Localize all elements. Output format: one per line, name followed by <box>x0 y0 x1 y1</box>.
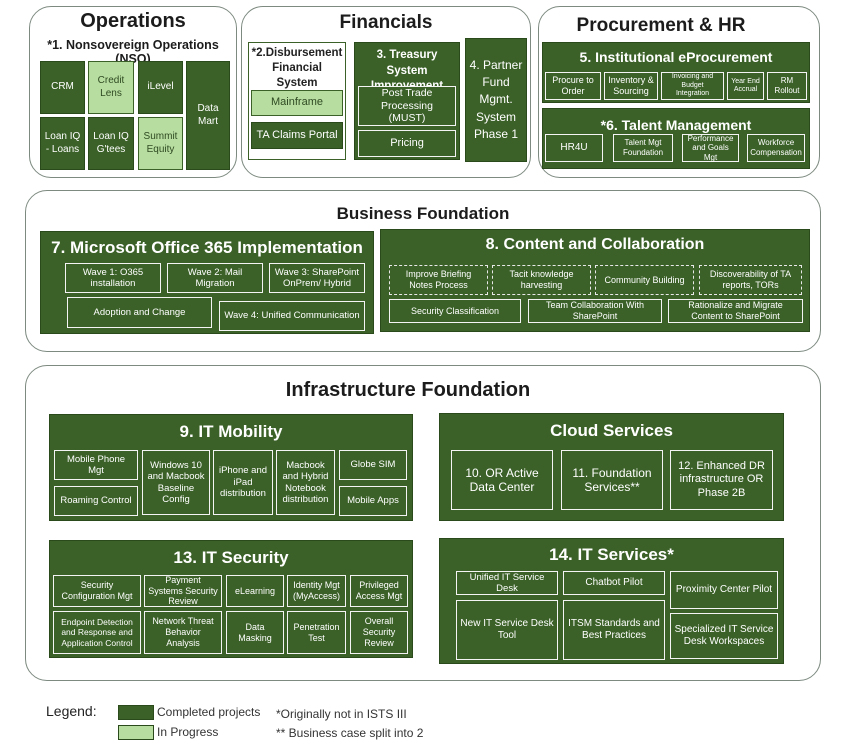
loan-iq-gtees-box: Loan IQ G'tees <box>88 117 134 170</box>
macbook-hybrid-box: Macbook and Hybrid Notebook distribution <box>276 450 335 515</box>
briefing-notes-box: Improve Briefing Notes Process <box>389 265 488 295</box>
chatbot-pilot-box: Chatbot Pilot <box>563 571 665 595</box>
community-building-box: Community Building <box>595 265 694 295</box>
adoption-change-box: Adoption and Change <box>67 297 212 328</box>
specialized-workspaces-box: Specialized IT Service Desk Workspaces <box>670 613 778 659</box>
operations-title: Operations <box>80 10 186 32</box>
identity-mgt-box: Identity Mgt (MyAccess) <box>287 575 346 607</box>
o365-wave4-box: Wave 4: Unified Communication <box>219 301 365 331</box>
win10-macbook-box: Windows 10 and Macbook Baseline Config <box>142 450 210 515</box>
cloud-services-title: Cloud Services <box>550 421 673 440</box>
mobile-phone-mgt-box: Mobile Phone Mgt <box>54 450 138 480</box>
pricing-box: Pricing <box>358 130 456 157</box>
network-threat-box: Network Threat Behavior Analysis <box>144 611 222 654</box>
legend-note-originally: *Originally not in ISTS III <box>276 707 407 721</box>
summit-equity-box: Summit Equity <box>138 117 183 170</box>
disbursement-title: *2.Disbursement Financial System <box>251 47 343 89</box>
o365-wave3-box: Wave 3: SharePoint OnPrem/ Hybrid <box>269 263 365 293</box>
itsm-standards-box: ITSM Standards and Best Practices <box>563 600 665 660</box>
business-foundation-title: Business Foundation <box>336 204 510 223</box>
mobile-apps-box: Mobile Apps <box>339 486 407 516</box>
overall-security-box: Overall Security Review <box>350 611 408 654</box>
crm-box: CRM <box>40 61 85 114</box>
security-classification-box: Security Classification <box>389 299 521 323</box>
data-masking-box: Data Masking <box>226 611 284 654</box>
new-service-desk-tool-box: New IT Service Desk Tool <box>456 600 558 660</box>
it-mobility-title: 9. IT Mobility <box>179 422 283 441</box>
talent-foundation-box: Talent Mgt Foundation <box>613 134 673 162</box>
roaming-control-box: Roaming Control <box>54 486 138 516</box>
infrastructure-foundation-title: Infrastructure Foundation <box>285 379 531 401</box>
it-security-title: 13. IT Security <box>173 548 289 567</box>
mainframe-box: Mainframe <box>251 90 343 116</box>
procurement-title: Procurement & HR <box>576 15 746 36</box>
payment-security-box: Payment Systems Security Review <box>144 575 222 607</box>
data-mart-box: Data Mart <box>186 61 230 170</box>
iphone-ipad-box: iPhone and iPad distribution <box>213 450 273 515</box>
proximity-center-box: Proximity Center Pilot <box>670 571 778 609</box>
performance-goals-box: Performance and Goals Mgt <box>682 134 739 162</box>
talent-title: *6. Talent Management <box>600 117 752 133</box>
loan-iq-loans-box: Loan IQ - Loans <box>40 117 85 170</box>
ta-claims-portal-box: TA Claims Portal <box>251 122 343 149</box>
legend-in-progress-swatch <box>118 725 154 740</box>
workforce-comp-box: Workforce Compensation <box>747 134 805 162</box>
privileged-access-box: Privileged Access Mgt <box>350 575 408 607</box>
unified-service-desk-box: Unified IT Service Desk <box>456 571 558 595</box>
hr4u-box: HR4U <box>545 134 603 162</box>
endpoint-detection-box: Endpoint Detection and Response and Appl… <box>53 611 141 654</box>
rationalize-migrate-box: Rationalize and Migrate Content to Share… <box>668 299 803 323</box>
legend-completed-swatch <box>118 705 154 720</box>
year-end-accrual-box: Year End Accrual <box>727 72 764 100</box>
inventory-sourcing-box: Inventory & Sourcing <box>604 72 658 100</box>
it-services-title: 14. IT Services* <box>549 545 674 564</box>
o365-title: 7. Microsoft Office 365 Implementation <box>51 238 363 257</box>
globe-sim-box: Globe SIM <box>339 450 407 480</box>
legend-label: Legend: <box>46 703 97 719</box>
enhanced-dr-box: 12. Enhanced DR infrastructure OR Phase … <box>670 450 773 510</box>
o365-wave2-box: Wave 2: Mail Migration <box>167 263 263 293</box>
penetration-test-box: Penetration Test <box>287 611 346 654</box>
financials-title: Financials <box>339 12 433 33</box>
o365-wave1-box: Wave 1: O365 installation <box>65 263 161 293</box>
security-config-box: Security Configuration Mgt <box>53 575 141 607</box>
partner-fund-box: 4. Partner Fund Mgmt. System Phase 1 <box>465 38 527 162</box>
procure-to-order-box: Procure to Order <box>545 72 601 100</box>
team-collaboration-box: Team Collaboration With SharePoint <box>528 299 662 323</box>
foundation-services-box: 11. Foundation Services** <box>561 450 663 510</box>
discoverability-box: Discoverability of TA reports, TORs <box>699 265 802 295</box>
rm-rollout-box: RM Rollout <box>767 72 807 100</box>
or-active-dc-box: 10. OR Active Data Center <box>451 450 553 510</box>
post-trade-box: Post Trade Processing (MUST) <box>358 86 456 126</box>
ilevel-box: iLevel <box>138 61 183 114</box>
invoicing-budget-box: Invoicing and Budget Integration <box>661 72 724 100</box>
legend-note-business-case: ** Business case split into 2 <box>276 726 424 740</box>
tacit-knowledge-box: Tacit knowledge harvesting <box>492 265 591 295</box>
content-collab-title: 8. Content and Collaboration <box>485 236 705 253</box>
elearning-box: eLearning <box>226 575 284 607</box>
legend-in-progress-label: In Progress <box>157 725 219 739</box>
credit-lens-box: Credit Lens <box>88 61 134 114</box>
legend-completed-label: Completed projects <box>157 705 261 719</box>
eprocurement-title: 5. Institutional eProcurement <box>579 49 773 65</box>
